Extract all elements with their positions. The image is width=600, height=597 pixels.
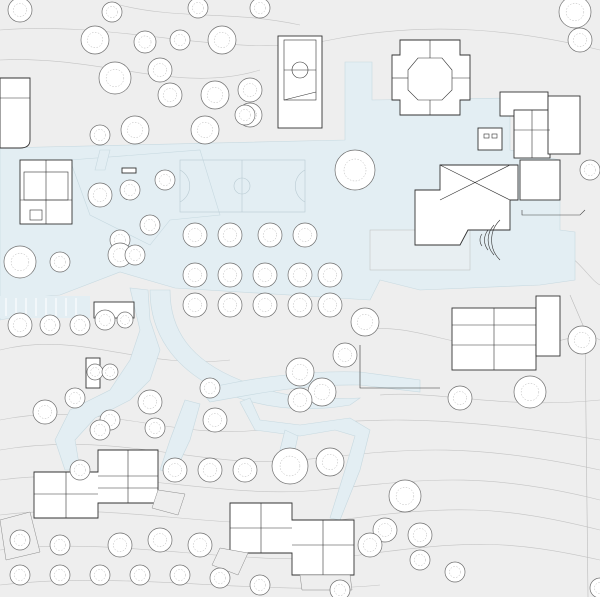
tree-icon xyxy=(249,0,271,19)
tree-icon xyxy=(207,25,237,55)
tree-icon xyxy=(120,115,150,145)
tree-icon xyxy=(107,532,133,558)
tree-icon xyxy=(133,30,157,54)
tree-icon xyxy=(317,262,343,288)
tree-icon xyxy=(87,182,113,208)
tree-icon xyxy=(147,527,173,553)
tree-icon xyxy=(89,564,111,586)
tree-icon xyxy=(252,292,278,318)
tree-icon xyxy=(169,29,191,51)
tree-icon xyxy=(217,222,243,248)
tree-icon xyxy=(86,363,104,381)
tree-icon xyxy=(407,522,433,548)
tree-icon xyxy=(217,262,243,288)
tree-icon xyxy=(144,417,166,439)
tree-icon xyxy=(9,529,31,551)
tree-icon xyxy=(169,564,191,586)
tree-icon xyxy=(69,459,91,481)
ramp xyxy=(521,209,586,216)
tree-icon xyxy=(579,159,600,181)
sports-courts xyxy=(179,159,306,213)
tree-icon xyxy=(187,532,213,558)
tree-icon xyxy=(292,222,318,248)
tree-icon xyxy=(334,149,376,191)
tree-icon xyxy=(249,574,271,596)
tree-icon xyxy=(252,262,278,288)
tree-icon xyxy=(3,245,37,279)
tree-icon xyxy=(317,292,343,318)
tree-icon xyxy=(187,0,209,19)
tree-icon xyxy=(287,292,313,318)
tree-icon xyxy=(182,262,208,288)
tree-icon xyxy=(409,549,431,571)
tree-icon xyxy=(372,517,398,543)
tree-icon xyxy=(101,363,119,381)
tree-icon xyxy=(137,389,163,415)
tree-icon xyxy=(182,222,208,248)
tree-icon xyxy=(209,567,231,589)
tree-icon xyxy=(444,561,466,583)
tree-icon xyxy=(147,57,173,83)
tree-icon xyxy=(80,25,110,55)
tree-icon xyxy=(9,564,31,586)
tree-icon xyxy=(69,314,91,336)
tree-icon xyxy=(157,82,183,108)
tree-icon xyxy=(513,375,547,409)
tree-icon xyxy=(64,387,86,409)
tree-icon xyxy=(329,579,351,597)
tree-icon xyxy=(202,407,228,433)
tree-icon xyxy=(287,262,313,288)
tree-icon xyxy=(357,532,383,558)
tree-icon xyxy=(119,179,141,201)
tree-icon xyxy=(589,577,600,597)
tree-icon xyxy=(101,1,123,23)
tree-icon xyxy=(124,244,146,266)
tree-icon xyxy=(271,447,309,485)
tree-icon xyxy=(234,104,256,126)
tree-icon xyxy=(350,307,380,337)
tree-icon xyxy=(49,564,71,586)
tree-icon xyxy=(49,251,71,273)
tree-icon xyxy=(39,314,61,336)
amphitheater xyxy=(479,219,501,261)
tree-icon xyxy=(129,564,151,586)
tree-icon xyxy=(89,124,111,146)
tree-icon xyxy=(7,0,33,23)
tree-icon xyxy=(116,311,134,329)
tree-icon xyxy=(232,457,258,483)
tree-icon xyxy=(567,325,597,355)
tree-icon xyxy=(567,27,593,53)
tree-icon xyxy=(94,309,116,331)
tree-icon xyxy=(139,214,161,236)
tree-icon xyxy=(237,77,263,103)
tree-icon xyxy=(190,115,220,145)
tree-icon xyxy=(217,292,243,318)
tree-icon xyxy=(315,447,345,477)
tree-icon xyxy=(49,534,71,556)
tree-icon xyxy=(287,387,313,413)
tree-icon xyxy=(197,457,223,483)
tree-icon xyxy=(154,169,176,191)
tree-icon xyxy=(285,357,315,387)
tree-icon xyxy=(332,342,358,368)
tree-icon xyxy=(182,292,208,318)
tree-icon xyxy=(199,377,221,399)
tree-icon xyxy=(257,222,283,248)
tree-icon xyxy=(388,479,422,513)
tree-icon xyxy=(7,312,33,338)
tree-icon xyxy=(32,399,58,425)
tree-icon xyxy=(98,61,132,95)
tree-icon xyxy=(558,0,592,29)
trees xyxy=(3,0,600,597)
tree-icon xyxy=(89,419,111,441)
tree-icon xyxy=(162,457,188,483)
parking-area xyxy=(0,296,90,318)
tree-icon xyxy=(447,385,473,411)
tree-icon xyxy=(307,377,337,407)
tree-icon xyxy=(200,80,230,110)
